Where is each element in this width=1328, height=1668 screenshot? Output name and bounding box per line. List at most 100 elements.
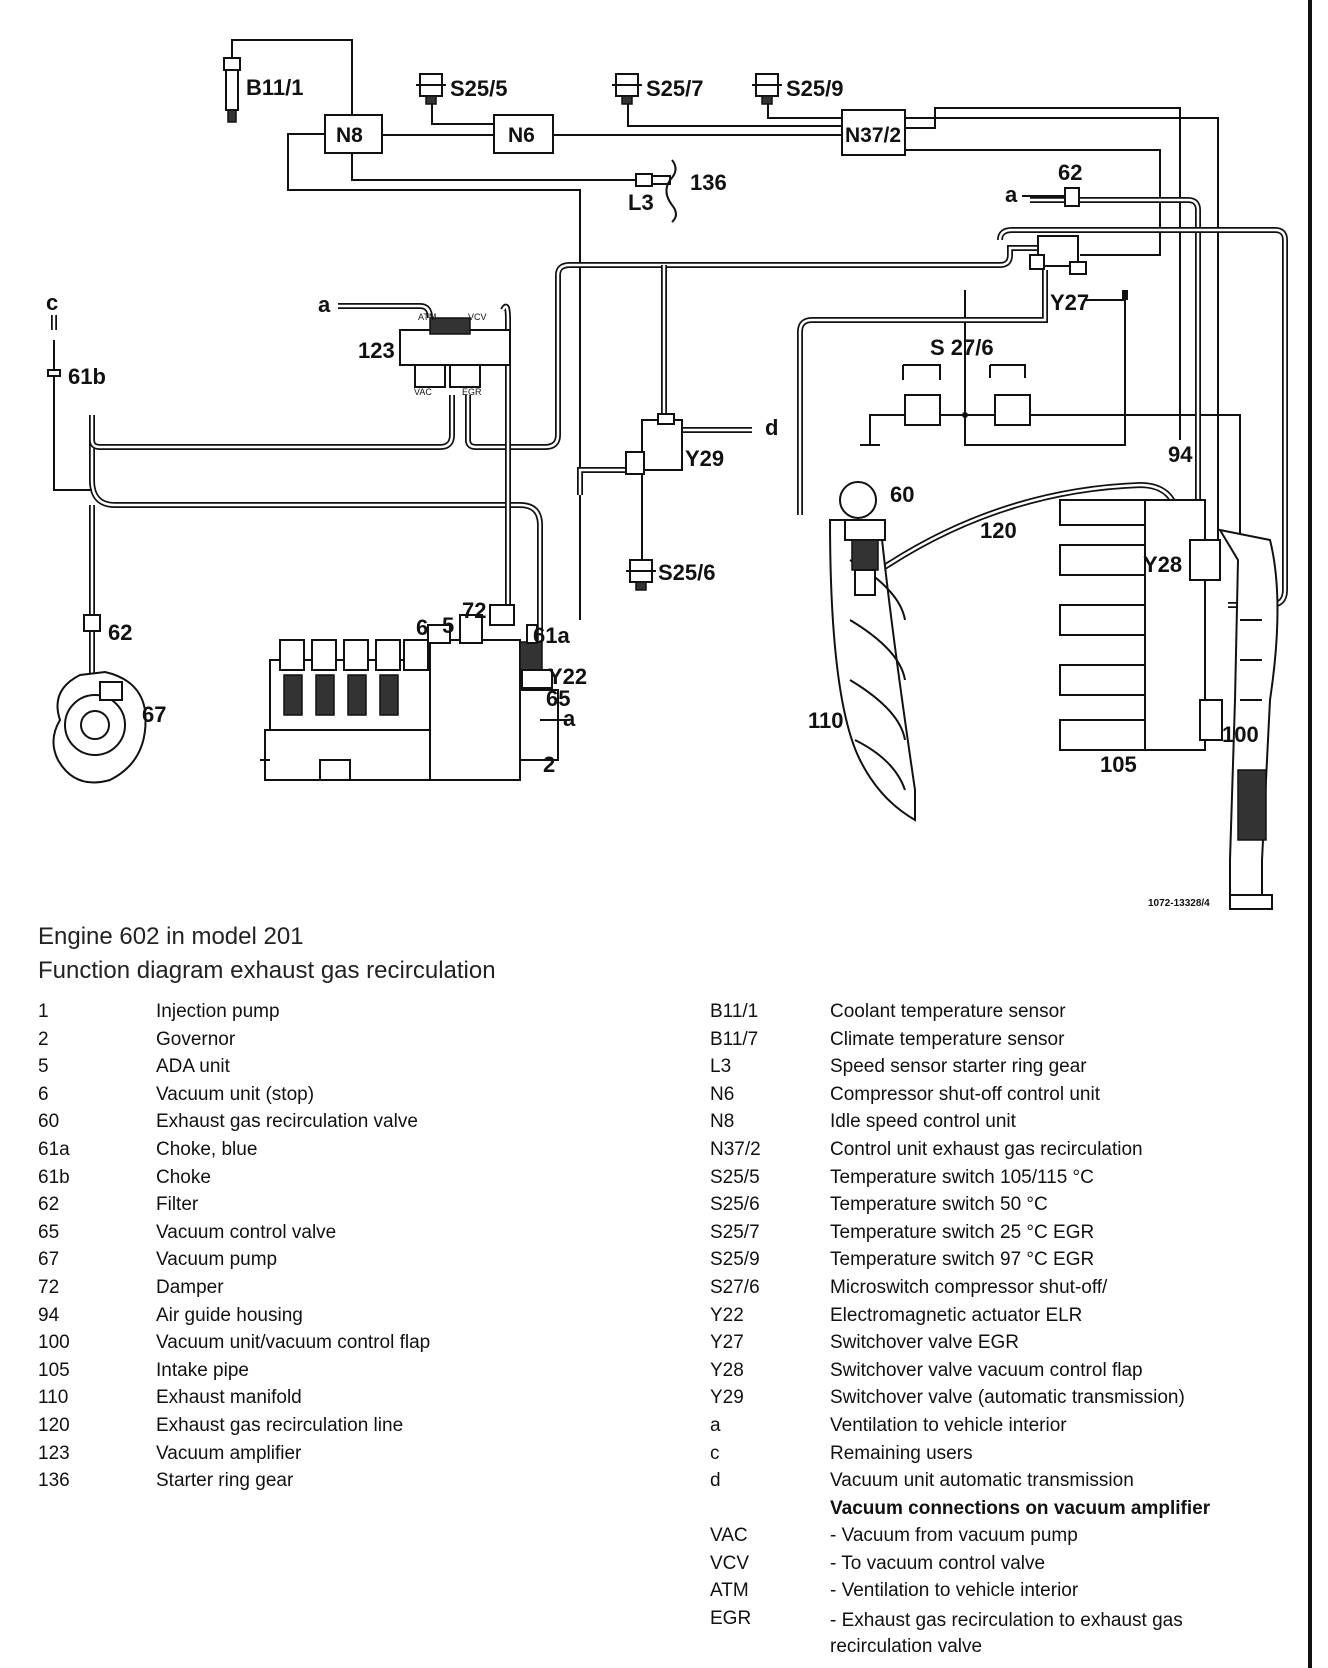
legend-code: VAC — [710, 1525, 748, 1547]
hose-a-amp — [338, 303, 433, 319]
label-61b: 61b — [68, 364, 106, 389]
egr-valve-60 — [844, 519, 886, 596]
legend-description: - Vacuum from vacuum pump — [830, 1525, 1078, 1547]
label-123: 123 — [358, 338, 395, 363]
legend-code: S25/7 — [710, 1221, 760, 1243]
legend-code: 65 — [38, 1221, 60, 1243]
legend-code: c — [710, 1442, 720, 1464]
legend-code: ATM — [710, 1580, 749, 1602]
hose-y27-egr — [797, 270, 1048, 515]
label-y29: Y29 — [685, 446, 724, 471]
legend-code: VCV — [710, 1552, 750, 1574]
legend-description: Ventilation to vehicle interior — [830, 1414, 1067, 1436]
label-61a: 61a — [533, 623, 570, 648]
legend-description: Filter — [156, 1194, 199, 1216]
wire-n37-2-y27 — [905, 107, 1181, 440]
legend-code: Y27 — [710, 1332, 744, 1354]
legend-row: Y28 Switchover valve vacuum control flap — [710, 1360, 1300, 1388]
l3-sensor — [635, 159, 677, 223]
label-y22: Y22 — [548, 664, 587, 689]
filter-62-top — [1064, 187, 1080, 207]
legend-description: Switchover valve vacuum control flap — [830, 1359, 1143, 1381]
hose-to-amplifier — [89, 395, 455, 450]
exhaust-manifold-110 — [828, 481, 916, 822]
legend-code: N6 — [710, 1083, 735, 1105]
label-94: 94 — [1168, 442, 1193, 467]
label-120: 120 — [980, 518, 1017, 543]
vac-port-label: VAC — [414, 387, 432, 397]
s27-6-actuator-left — [902, 364, 941, 380]
label-b11-1: B11/1 — [246, 75, 304, 100]
wire-n37-2-right — [905, 117, 1219, 540]
legend-code: B11/7 — [710, 1028, 759, 1050]
hose-y29-lower — [577, 467, 625, 495]
legend-description: Vacuum control valve — [156, 1221, 337, 1243]
s25-7-switch — [612, 73, 642, 105]
legend-description: Control unit exhaust gas recirculation — [830, 1138, 1143, 1160]
legend-description: Choke — [156, 1166, 211, 1188]
label-s25-6: S25/6 — [658, 560, 716, 585]
label-5: 5 — [442, 613, 454, 638]
label-136: 136 — [690, 170, 727, 195]
legend-description: Air guide housing — [156, 1304, 303, 1326]
legend-description: Electromagnetic actuator ELR — [830, 1304, 1083, 1326]
s25-9-switch — [752, 73, 782, 105]
label-a-top: a — [1005, 182, 1018, 207]
label-67: 67 — [142, 702, 166, 727]
label-6: 6 — [416, 615, 428, 640]
legend-code: Y28 — [710, 1359, 744, 1381]
wire-s25-7-n37-2 — [627, 102, 842, 127]
legend-code: S25/6 — [710, 1194, 760, 1216]
legend-code: 61b — [38, 1166, 70, 1188]
legend-code: 5 — [38, 1056, 49, 1078]
legend-code: 123 — [38, 1442, 70, 1464]
egr-function-diagram: N8 N6 N37/2 — [46, 39, 1288, 910]
s25-5-switch — [416, 73, 446, 105]
legend-description: Compressor shut-off control unit — [830, 1083, 1100, 1105]
vcv-port-label: VCV — [468, 312, 487, 322]
n6-box — [493, 114, 554, 154]
damper-72 — [489, 604, 515, 626]
legend-code: 60 — [38, 1111, 60, 1133]
y28-valve — [1189, 539, 1221, 581]
legend-description: Temperature switch 105/115 °C — [830, 1166, 1094, 1188]
legend-code: 2 — [38, 1028, 49, 1050]
intake-pipe-105 — [1059, 499, 1206, 751]
legend-row: N6 Compressor shut-off control unit — [710, 1084, 1300, 1112]
legend-code: 6 — [38, 1083, 49, 1105]
legend-description: Exhaust gas recirculation line — [156, 1414, 404, 1436]
legend-description: Temperature switch 25 °C EGR — [830, 1221, 1095, 1243]
legend-code: L3 — [710, 1056, 732, 1078]
ground-symbol — [860, 430, 880, 446]
legend-row: 2 Governor — [38, 1029, 638, 1057]
legend-description: Remaining users — [830, 1442, 973, 1464]
legend-code: 105 — [38, 1359, 70, 1381]
legend-code: Y29 — [710, 1387, 744, 1409]
wire-s25-9-n37-2 — [767, 102, 842, 119]
label-c: c — [46, 290, 58, 315]
legend-description: Temperature switch 97 °C EGR — [830, 1249, 1095, 1271]
legend-code: Y22 — [710, 1304, 744, 1326]
n37-2-label: N37/2 — [845, 124, 901, 147]
legend-description: Governor — [156, 1028, 236, 1050]
legend-description: Vacuum unit/vacuum control flap — [156, 1332, 431, 1354]
label-105: 105 — [1100, 752, 1137, 777]
